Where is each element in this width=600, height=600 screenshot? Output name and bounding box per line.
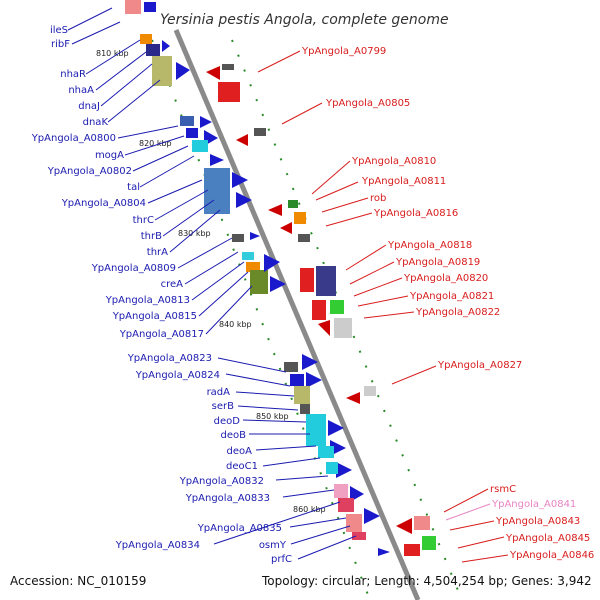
gene-label-YpAngola_A0816: YpAngola_A0816: [373, 208, 458, 219]
gene-label-YpAngola_A0817: YpAngola_A0817: [119, 329, 204, 340]
gene-label-serB: serB: [212, 401, 234, 412]
gene-label-deoB: deoB: [221, 430, 247, 441]
gene-label-YpAngola_A0800: YpAngola_A0800: [31, 133, 116, 144]
gene-label-tal: tal: [127, 182, 140, 193]
gene-label-rob: rob: [370, 193, 386, 204]
right-connectors: [257, 50, 509, 563]
gene-label-osmY: osmY: [259, 540, 287, 551]
kbp-tick-830: 830 kbp: [178, 229, 211, 238]
gene-label-nhaR: nhaR: [60, 69, 86, 80]
gene-label-YpAngola_A0815: YpAngola_A0815: [112, 311, 197, 322]
kbp-tick-850: 850 kbp: [256, 412, 289, 421]
gene-label-deoD: deoD: [214, 416, 241, 427]
gene-label-dnaJ: dnaJ: [78, 101, 100, 112]
gene-label-radA: radA: [207, 387, 231, 398]
gene-label-thrA: thrA: [147, 247, 168, 258]
gene-label-YpAngola_A0841: YpAngola_A0841: [491, 499, 576, 510]
gene-label-YpAngola_A0809: YpAngola_A0809: [91, 263, 176, 274]
gene-label-YpAngola_A0834: YpAngola_A0834: [115, 540, 200, 551]
accession-text: Accession: NC_010159: [10, 574, 146, 588]
left-connectors: [67, 7, 357, 560]
gene-label-rsmC: rsmC: [490, 484, 516, 495]
gene-label-YpAngola_A0818: YpAngola_A0818: [387, 240, 472, 251]
kbp-tick-810: 810 kbp: [96, 49, 129, 58]
gene-label-YpAngola_A0810: YpAngola_A0810: [351, 156, 436, 167]
gene-label-YpAngola_A0811: YpAngola_A0811: [361, 176, 446, 187]
gene-label-YpAngola_A0827: YpAngola_A0827: [437, 360, 522, 371]
gene-label-mogA: mogA: [95, 150, 124, 161]
gene-label-nhaA: nhaA: [68, 85, 94, 96]
gene-label-dnaK: dnaK: [83, 117, 109, 128]
kbp-tick-840: 840 kbp: [219, 320, 252, 329]
topology-text: Topology: circular; Length: 4,504,254 bp…: [261, 574, 592, 588]
gene-label-ribF: ribF: [51, 39, 70, 50]
gene-label-creA: creA: [161, 279, 184, 290]
gene-label-YpAngola_A0832: YpAngola_A0832: [179, 476, 264, 487]
kbp-ticks: 810 kbp 820 kbp 830 kbp 840 kbp 850 kbp …: [96, 49, 326, 514]
kbp-tick-820: 820 kbp: [139, 139, 172, 148]
gene-label-YpAngola_A0824: YpAngola_A0824: [135, 370, 220, 381]
right-features: [206, 64, 436, 556]
gene-label-YpAngola_A0805: YpAngola_A0805: [325, 98, 410, 109]
gene-label-YpAngola_A0813: YpAngola_A0813: [105, 295, 190, 306]
map-title: Yersinia pestis Angola, complete genome: [160, 12, 449, 28]
gene-label-YpAngola_A0821: YpAngola_A0821: [409, 291, 494, 302]
right-gene-labels: YpAngola_A0799 YpAngola_A0805 YpAngola_A…: [301, 46, 594, 561]
gene-label-thrC: thrC: [133, 215, 154, 226]
gene-label-YpAngola_A0846: YpAngola_A0846: [509, 550, 594, 561]
gene-label-deoC1: deoC1: [226, 461, 258, 472]
gene-label-YpAngola_A0843: YpAngola_A0843: [495, 516, 580, 527]
kbp-tick-860: 860 kbp: [293, 505, 326, 514]
gene-label-YpAngola_A0804: YpAngola_A0804: [61, 198, 146, 209]
gene-label-ileS: ileS: [50, 25, 68, 36]
gene-label-thrB: thrB: [141, 231, 162, 242]
left-features: [125, 0, 390, 556]
left-gene-labels: ileS ribF nhaR nhaA dnaJ dnaK YpAngola_A…: [31, 25, 292, 565]
gene-label-YpAngola_A0845: YpAngola_A0845: [505, 533, 590, 544]
gene-label-prfC: prfC: [271, 554, 292, 565]
genome-backbone: [173, 29, 421, 600]
gene-label-YpAngola_A0799: YpAngola_A0799: [301, 46, 386, 57]
gene-label-YpAngola_A0835: YpAngola_A0835: [197, 523, 282, 534]
gene-label-YpAngola_A0819: YpAngola_A0819: [395, 257, 480, 268]
gene-label-deoA: deoA: [227, 446, 253, 457]
gene-label-YpAngola_A0833: YpAngola_A0833: [185, 493, 270, 504]
gene-label-YpAngola_A0823: YpAngola_A0823: [127, 353, 212, 364]
gene-label-YpAngola_A0820: YpAngola_A0820: [403, 273, 488, 284]
gene-label-YpAngola_A0802: YpAngola_A0802: [47, 166, 132, 177]
gene-label-YpAngola_A0822: YpAngola_A0822: [415, 307, 500, 318]
